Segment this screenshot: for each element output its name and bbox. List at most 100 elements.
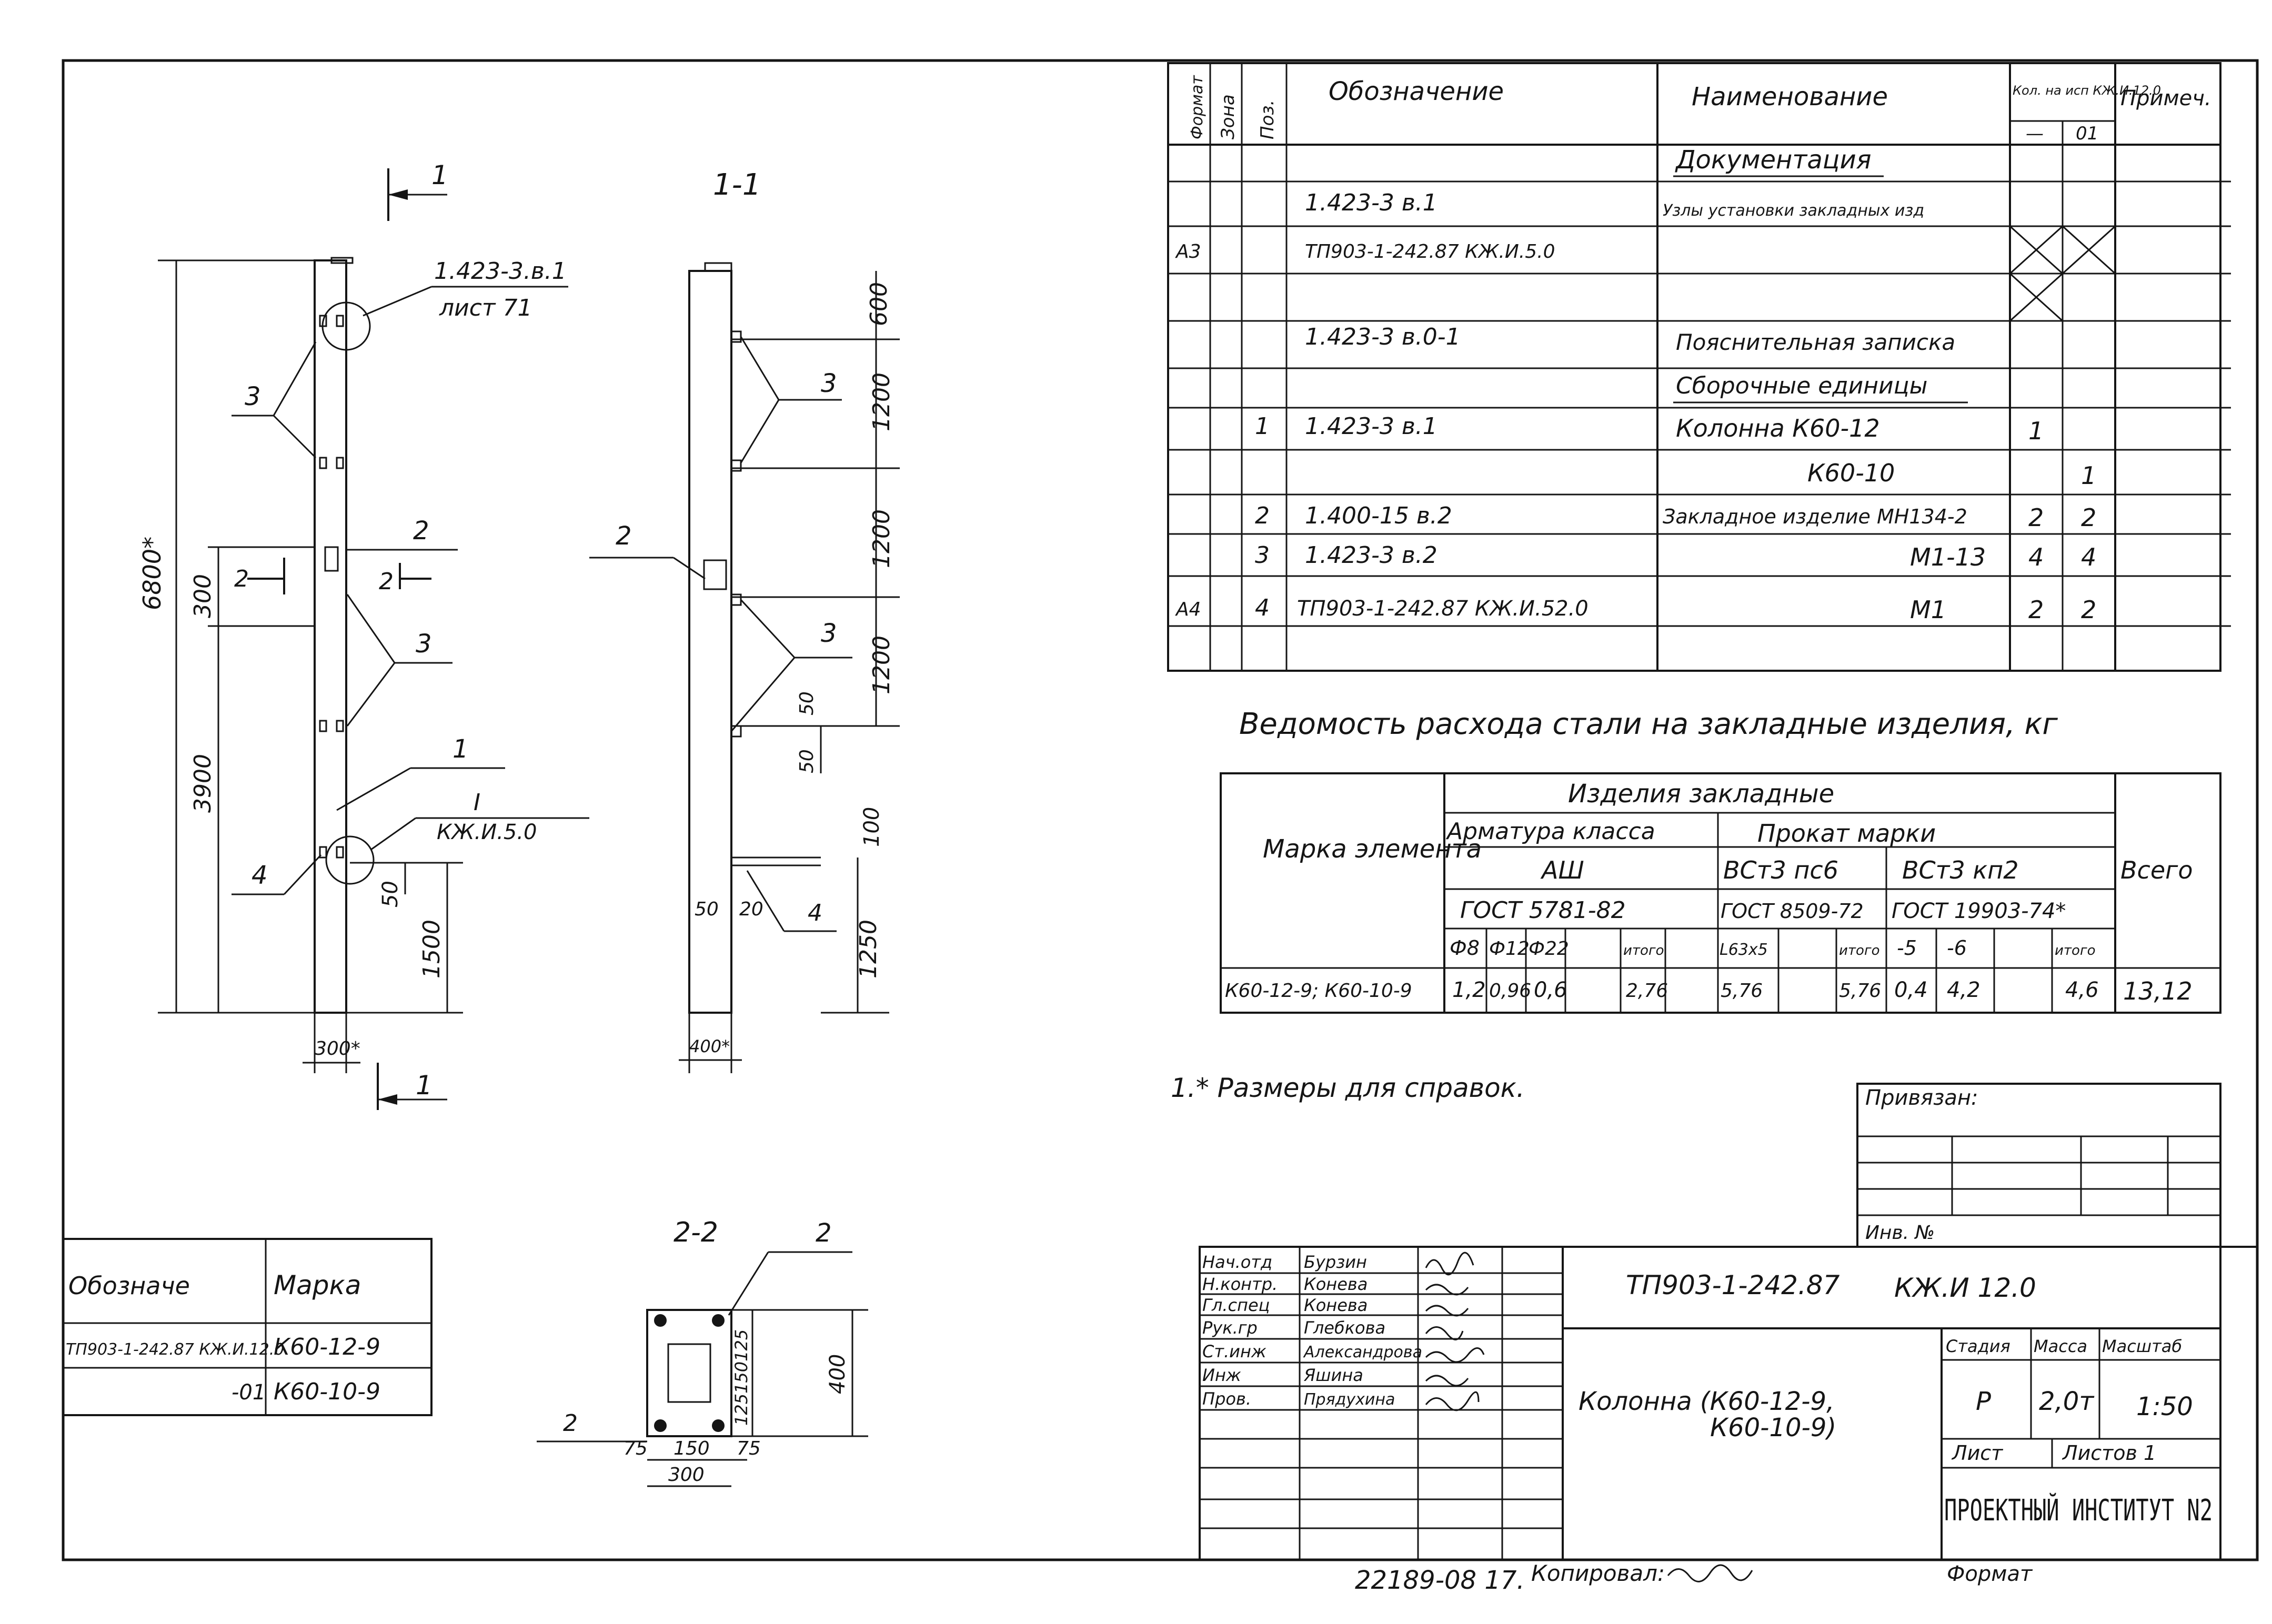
spec-row-pos: 4	[1255, 594, 1270, 621]
steel-col-total1: итого	[1623, 943, 1664, 959]
section-cut-label-top: 1	[431, 160, 448, 190]
footer-format: Формат	[1947, 1562, 2033, 1586]
dim-50-b: 50	[796, 749, 818, 773]
steel-col-f12: Ф12	[1489, 938, 1530, 960]
steel-val-total1: 2,76	[1626, 980, 1668, 1002]
section-2-2: 2-2 2 2 75 150 75 300 125150125 400	[537, 1217, 868, 1487]
title-block: Нач.отд Бурзин Н.контр. Конева Гл.спец К…	[1199, 1246, 2258, 1561]
s22-dim-300: 300	[668, 1464, 705, 1486]
spec-h-qty-base: —	[2026, 123, 2044, 144]
pos-4-label: 4	[252, 861, 268, 890]
node-roman-reference: I	[474, 789, 480, 816]
steel-col-total3: итого	[2055, 943, 2096, 959]
spec-h-designation: Обозначение	[1329, 77, 1504, 106]
s11-pos-3-top: 3	[821, 369, 837, 398]
spec-row-name: Колонна К60-12	[1676, 414, 1880, 442]
doc-code: ТП903-1-242.87	[1626, 1270, 1840, 1300]
note-reference-sizes: 1.* Размеры для справок.	[1171, 1073, 1525, 1103]
marks-table: Обозначе Марка ТП903-1-242.87 КЖ.И.12.0 …	[62, 1238, 433, 1416]
spec-row-pos: 3	[1255, 542, 1270, 569]
dim-50: 50	[378, 881, 403, 907]
dim-1200-c: 1200	[868, 636, 895, 694]
sheet-frame	[62, 59, 2259, 1561]
organization-name: ПРОЕКТНЫЙ ИНСТИТУТ N2	[1944, 1493, 2213, 1528]
dim-3900: 3900	[189, 754, 216, 813]
marks-row1-designation: ТП903-1-242.87 КЖ.И.12.0	[66, 1340, 284, 1359]
pos-3-label-top: 3	[245, 382, 261, 411]
binding-block: Привязан: Инв. №	[1856, 1083, 2221, 1248]
sheets-header: Листов 1	[2062, 1441, 2156, 1465]
s22-pos-2-left: 2	[563, 1410, 578, 1437]
spec-h-name: Наименование	[1692, 82, 1888, 112]
spec-row-q1: 2	[2028, 596, 2044, 624]
steel-val-f8: 1,2	[1452, 978, 1486, 1002]
s22-dim-75b: 75	[737, 1438, 761, 1459]
s22-pos-2-top: 2	[816, 1218, 832, 1248]
spec-row-q1: 2	[2028, 503, 2044, 532]
dim-50-c: 50	[695, 899, 719, 920]
dim-width-300: 300*	[315, 1038, 360, 1060]
steel-rolled1-gost: ГОСТ 8509-72	[1721, 900, 1864, 923]
spec-row-name: Документация	[1675, 145, 1872, 175]
s22-dim-vertical: 125150125	[731, 1329, 751, 1426]
spec-table-rows: Документация 1.423-3 в.1 Узлы установки …	[1175, 145, 2096, 624]
node-reference: 1.423-3.в.1	[434, 258, 567, 285]
steel-col-m6: -6	[1947, 936, 1967, 960]
spec-row-pos: 1	[1255, 413, 1270, 440]
mass-header: Масса	[2034, 1336, 2087, 1356]
steel-h-rebar: Арматура класса	[1445, 818, 1655, 845]
steel-h-rolled: Прокат марки	[1757, 819, 1936, 848]
dim-1200-b: 1200	[868, 509, 895, 568]
steel-rebar-class: АШ	[1540, 856, 1584, 884]
footer-doc-number: 22189-08 17.	[1355, 1566, 1525, 1595]
role-2: Гл.спец	[1202, 1295, 1270, 1315]
spec-row-q2: 1	[2081, 461, 2096, 490]
drawing-title-line1: Колонна (К60-12-9,	[1579, 1387, 1834, 1416]
spec-h-note: Примеч.	[2120, 86, 2211, 110]
s11-pos-4: 4	[808, 900, 822, 926]
steel-col-f8: Ф8	[1450, 936, 1480, 960]
marks-row2-designation: -01	[232, 1380, 266, 1405]
steel-val-total2: 5,76	[1839, 980, 1881, 1002]
steel-title: Ведомость расхода стали на закладные изд…	[1239, 707, 2058, 741]
spec-h-format: Формат	[1188, 75, 1207, 139]
dim-width-400: 400*	[689, 1036, 730, 1056]
dim-total-height: 6800*	[138, 537, 166, 610]
s22-dim-150: 150	[673, 1438, 710, 1459]
privyazan-label: Привязан:	[1865, 1086, 1978, 1110]
name-3: Глебкова	[1304, 1318, 1385, 1338]
steel-val-grand-total: 13,12	[2123, 977, 2193, 1005]
spec-h-pos: Поз.	[1257, 100, 1278, 139]
spec-row-designation: 1.423-3 в.2	[1305, 542, 1437, 569]
steel-rolled2-gost: ГОСТ 19903-74*	[1892, 899, 2066, 923]
node-sheet-reference: лист 71	[439, 295, 532, 321]
spec-row-designation: 1.423-3 в.0-1	[1305, 324, 1461, 350]
steel-col-m5: -5	[1897, 936, 1917, 960]
marks-row1-mark: К60-12-9	[274, 1334, 380, 1360]
name-1: Конева	[1304, 1274, 1368, 1294]
s22-dim-400: 400	[826, 1354, 850, 1394]
steel-val-f22: 0,6	[1534, 978, 1567, 1002]
footer-copied: Копировал:	[1531, 1560, 1665, 1586]
sheet-code: КЖ.И 12.0	[1894, 1273, 2036, 1303]
name-6: Прядухина	[1304, 1390, 1395, 1409]
steel-val-m6: 4,2	[1947, 978, 1981, 1002]
dim-20: 20	[739, 899, 763, 920]
steel-val-l63: 5,76	[1721, 980, 1763, 1002]
role-5: Инж	[1202, 1365, 1241, 1385]
spec-row-name: Узлы установки закладных изд	[1663, 201, 1924, 220]
dim-600: 600	[866, 282, 892, 326]
steel-val-total3: 4,6	[2065, 978, 2099, 1002]
pos-2-label: 2	[413, 516, 429, 546]
spec-row-designation: 1.400-15 в.2	[1305, 502, 1452, 529]
dim-1200-a: 1200	[868, 372, 895, 431]
pos-1-label: 1	[453, 734, 469, 764]
marks-header-mark: Марка	[274, 1270, 361, 1300]
spec-row-designation: 1.423-3 в.1	[1305, 189, 1437, 216]
copier-signature	[1667, 1564, 1753, 1582]
marks-row2-mark: К60-10-9	[274, 1378, 380, 1405]
dim-1500: 1500	[418, 920, 445, 979]
spec-h-zone: Зона	[1218, 94, 1239, 139]
spec-row-name: М1	[1910, 596, 1946, 624]
